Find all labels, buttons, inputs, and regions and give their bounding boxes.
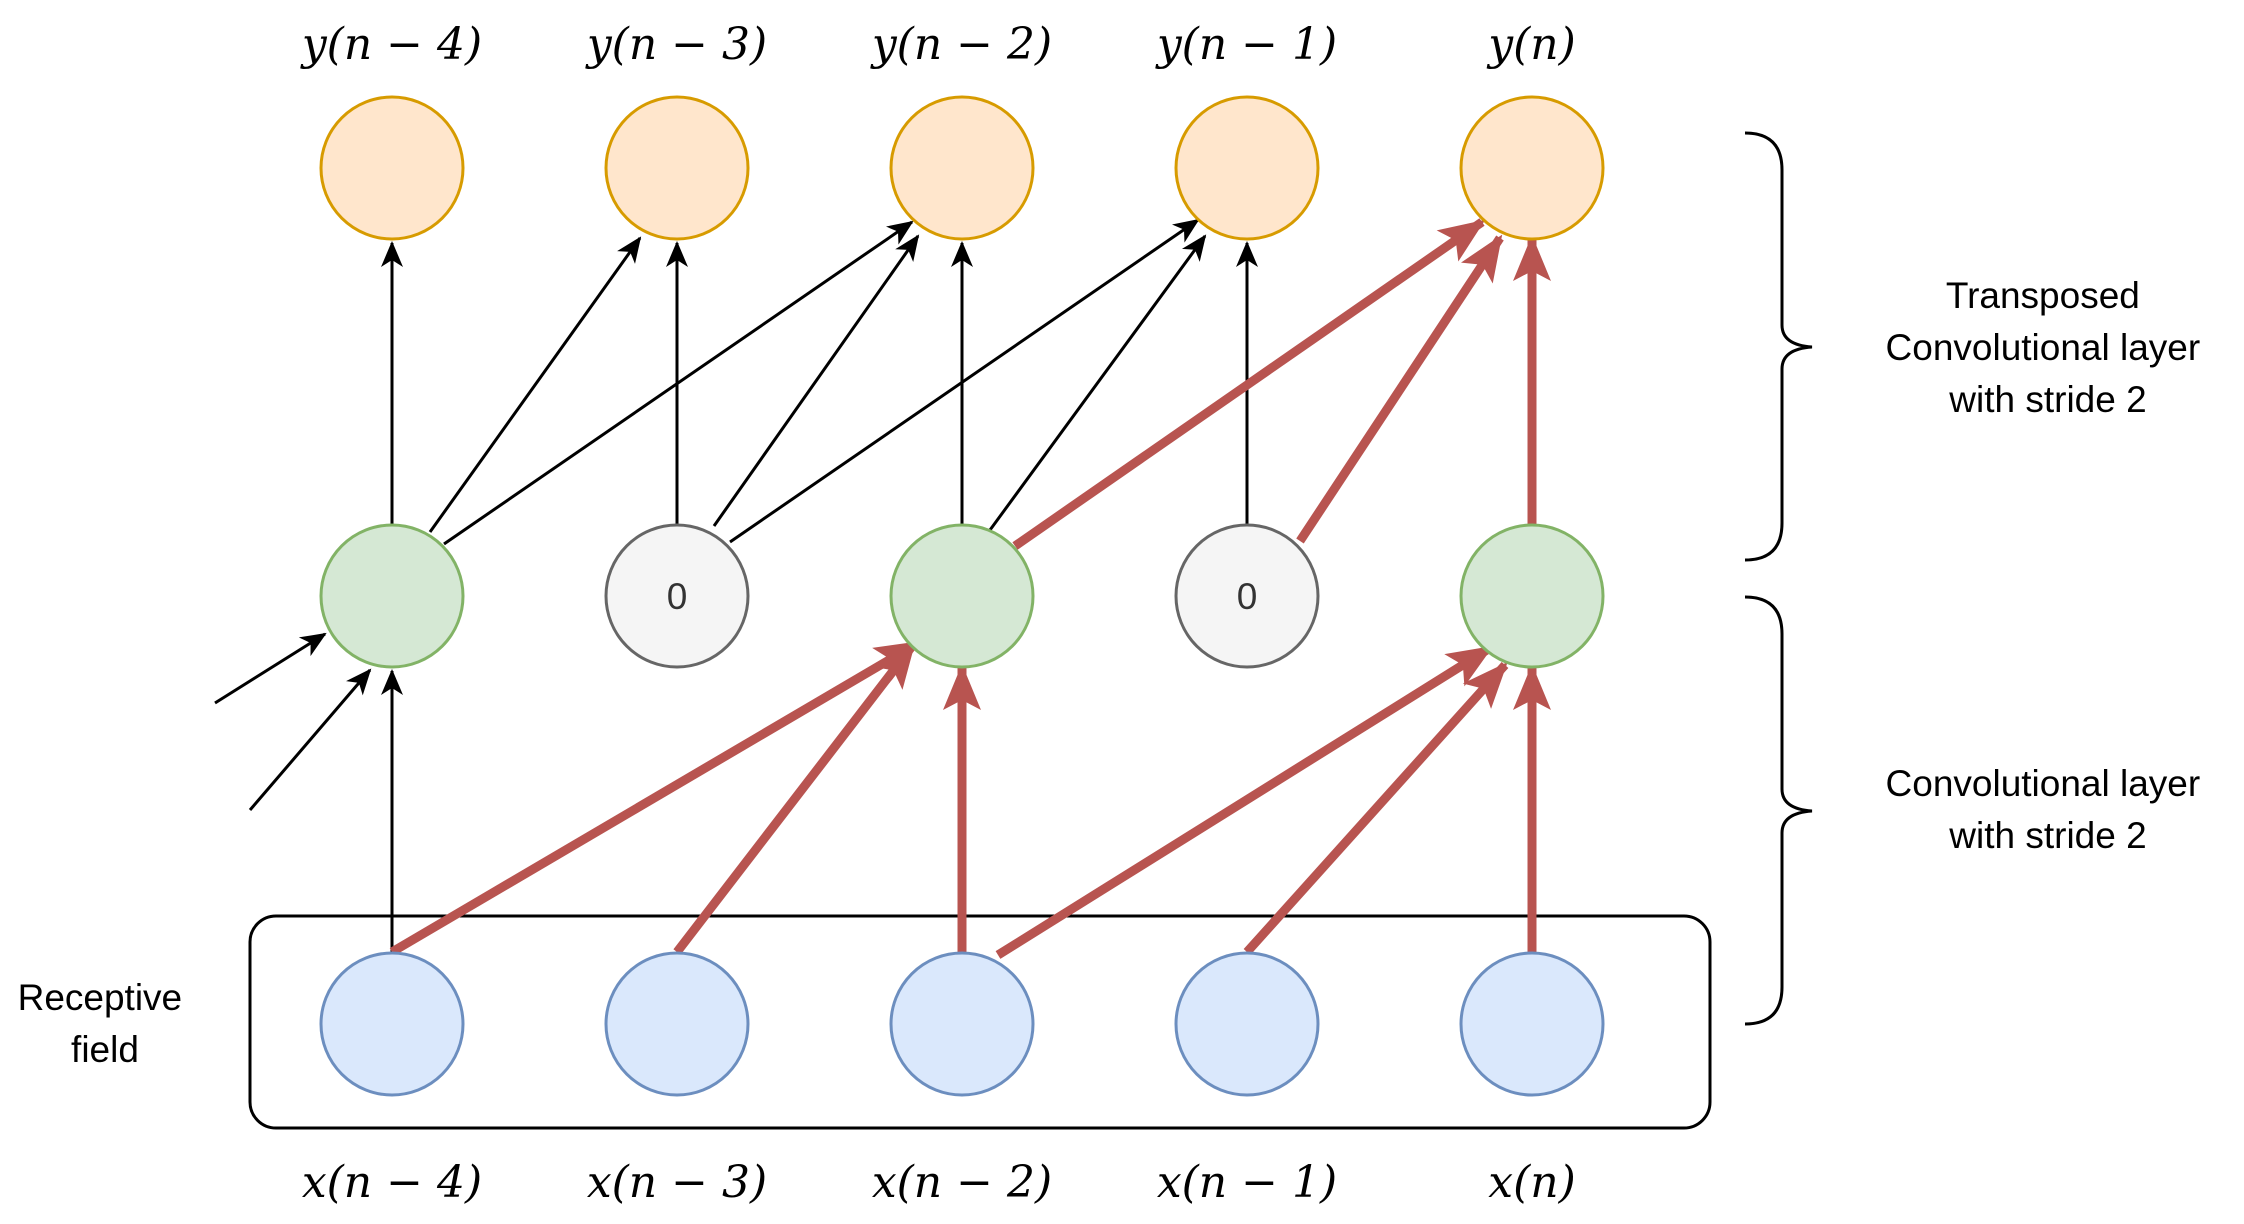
convolutional-layer-label: Convolutional layer with stride 2 [1886, 763, 2211, 856]
edge-mid2-to-out3 [988, 234, 1207, 531]
output-node-3-circle [1174, 95, 1320, 241]
input-label-x-n-3: x(n − 3) [587, 1157, 767, 1208]
input-label-x-n: x(n) [1488, 1157, 1575, 1208]
output-label-y-n-3: y(n − 3) [585, 19, 767, 70]
edge-mid1-to-out3 [729, 218, 1200, 544]
convolutional-layer-label-line-1: Convolutional layer [1886, 763, 2201, 804]
input-node-3-circle [1174, 951, 1320, 1097]
edge-in3-to-mid4 [1243, 661, 1509, 956]
receptive-field-box [248, 914, 1712, 1130]
edge-mid2-to-out4 [1012, 218, 1486, 550]
zero-node-1: 0 [604, 523, 750, 669]
output-node-4-circle [1459, 95, 1605, 241]
input-label-x-n-2: x(n − 2) [872, 1157, 1052, 1208]
edge-in2-to-mid4 [995, 644, 1494, 959]
output-label-y-n-1: y(n − 1) [1155, 19, 1337, 70]
input-node-2 [889, 951, 1035, 1097]
output-node-2 [889, 95, 1035, 241]
output-node-1-circle [604, 95, 750, 241]
output-label-y-n-4: y(n − 4) [300, 19, 482, 70]
edges-group [214, 218, 1551, 959]
transposed-layer-label: Transposed Convolutional layer with stri… [1886, 275, 2211, 420]
edge-in1-to-mid2 [673, 641, 917, 955]
edge-left-to-mid0-b [248, 668, 372, 811]
hidden-node-2 [889, 523, 1035, 669]
edge-mid0-to-out1 [428, 236, 642, 533]
input-node-1-circle [604, 951, 750, 1097]
zero-node-3-label: 0 [1237, 576, 1258, 617]
transposed-layer-label-line-2: Convolutional layer [1886, 327, 2201, 368]
output-node-0 [319, 95, 465, 241]
output-node-0-circle [319, 95, 465, 241]
hidden-node-0 [319, 523, 465, 669]
edge-in0-to-mid2 [389, 639, 922, 956]
transposed-layer-label-line-3: with stride 2 [1948, 379, 2146, 420]
zero-node-3-circle [1174, 523, 1320, 669]
hidden-node-4-circle [1459, 523, 1605, 669]
transposed-layer-label-line-1: Transposed [1946, 275, 2140, 316]
edge-left-to-mid0-a [214, 632, 327, 705]
receptive-field-label-line-2: field [71, 1029, 139, 1070]
convolutional-layer-brace [1744, 595, 1813, 1026]
input-node-4 [1459, 951, 1605, 1097]
zero-node-3: 0 [1174, 523, 1320, 669]
receptive-field-label: Receptive field [18, 977, 193, 1070]
receptive-field-label-line-1: Receptive [18, 977, 183, 1018]
output-node-3 [1174, 95, 1320, 241]
input-label-x-n-1: x(n − 1) [1157, 1157, 1337, 1208]
input-node-2-circle [889, 951, 1035, 1097]
input-node-4-circle [1459, 951, 1605, 1097]
zero-node-1-circle [604, 523, 750, 669]
edge-mid3-to-out4 [1296, 234, 1504, 544]
output-node-1 [604, 95, 750, 241]
input-node-3 [1174, 951, 1320, 1097]
transposed-layer-brace [1744, 131, 1813, 562]
hidden-node-2-circle [889, 523, 1035, 669]
input-labels: x(n − 4) x(n − 3) x(n − 2) x(n − 1) x(n) [302, 1157, 1576, 1208]
input-node-0 [319, 951, 465, 1097]
input-node-1 [604, 951, 750, 1097]
output-label-y-n-2: y(n − 2) [870, 19, 1052, 70]
zero-node-1-label: 0 [667, 576, 688, 617]
input-label-x-n-4: x(n − 4) [302, 1157, 482, 1208]
output-node-4 [1459, 95, 1605, 241]
edge-mid1-to-out2 [712, 234, 920, 527]
input-node-0-circle [319, 951, 465, 1097]
output-labels: y(n − 4) y(n − 3) y(n − 2) y(n − 1) y(n) [300, 19, 1576, 70]
output-label-y-n: y(n) [1486, 19, 1576, 70]
convolutional-layer-label-line-2: with stride 2 [1948, 815, 2146, 856]
output-node-2-circle [889, 95, 1035, 241]
hidden-node-0-circle [319, 523, 465, 669]
hidden-node-4 [1459, 523, 1605, 669]
